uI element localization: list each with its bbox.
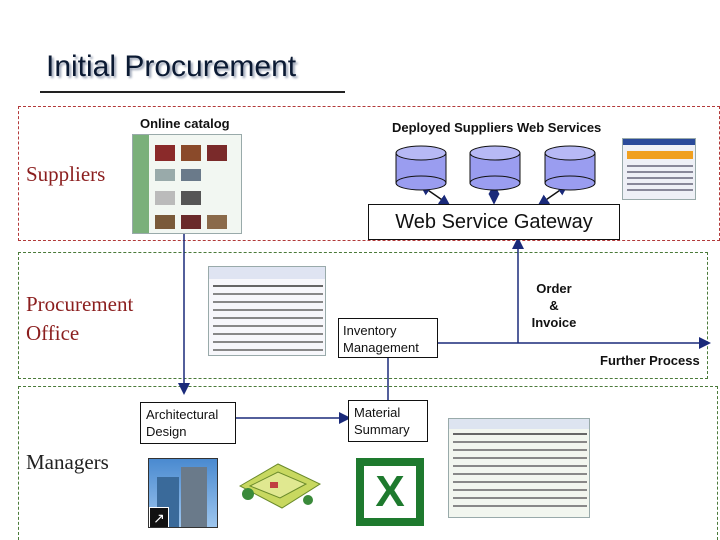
- procurement-label-line1: Procurement: [26, 292, 134, 316]
- procurement-label-line2: Office: [26, 321, 80, 345]
- inventory-line2: Management: [343, 340, 419, 355]
- inventory-line1: Inventory: [343, 323, 397, 338]
- order-invoice-line2: Invoice: [531, 315, 577, 330]
- procurement-screenshot: [208, 266, 326, 356]
- order-invoice-label: Order & Invoice: [530, 280, 578, 331]
- material-line1: Material: [354, 405, 401, 420]
- procurement-office-label: Procurement Office: [26, 290, 133, 348]
- arch-line2: Design: [146, 424, 187, 439]
- deployed-services-label: Deployed Suppliers Web Services: [392, 120, 602, 135]
- suppliers-label: Suppliers: [26, 162, 106, 186]
- web-service-gateway: Web Service Gateway: [368, 204, 620, 240]
- further-process-label: Further Process: [600, 353, 700, 368]
- database-icon: [544, 145, 596, 191]
- database-icon: [469, 145, 521, 191]
- floor-plan-icon: [230, 456, 326, 520]
- architectural-design-box: Architectural Design: [140, 402, 236, 444]
- procurement-zone: [18, 252, 708, 379]
- excel-icon: X: [356, 458, 424, 526]
- managers-zone: [18, 386, 718, 540]
- material-line2: Summary: [354, 422, 410, 437]
- material-summary-box: Material Summary: [348, 400, 428, 442]
- order-invoice-line1: Order &: [536, 281, 572, 313]
- database-icon: [395, 145, 447, 191]
- managers-label: Managers: [26, 450, 109, 474]
- page-title: Initial Procurement: [46, 50, 297, 83]
- inventory-management-box: Inventory Management: [338, 318, 438, 358]
- online-catalog-label: Online catalog: [140, 116, 230, 131]
- web-services-screenshot: [622, 138, 696, 200]
- online-catalog-screenshot: [132, 134, 242, 234]
- title-underline: [40, 91, 345, 93]
- spreadsheet-screenshot: [448, 418, 590, 518]
- building-icon: ↗: [148, 458, 218, 528]
- arch-line1: Architectural: [146, 407, 219, 422]
